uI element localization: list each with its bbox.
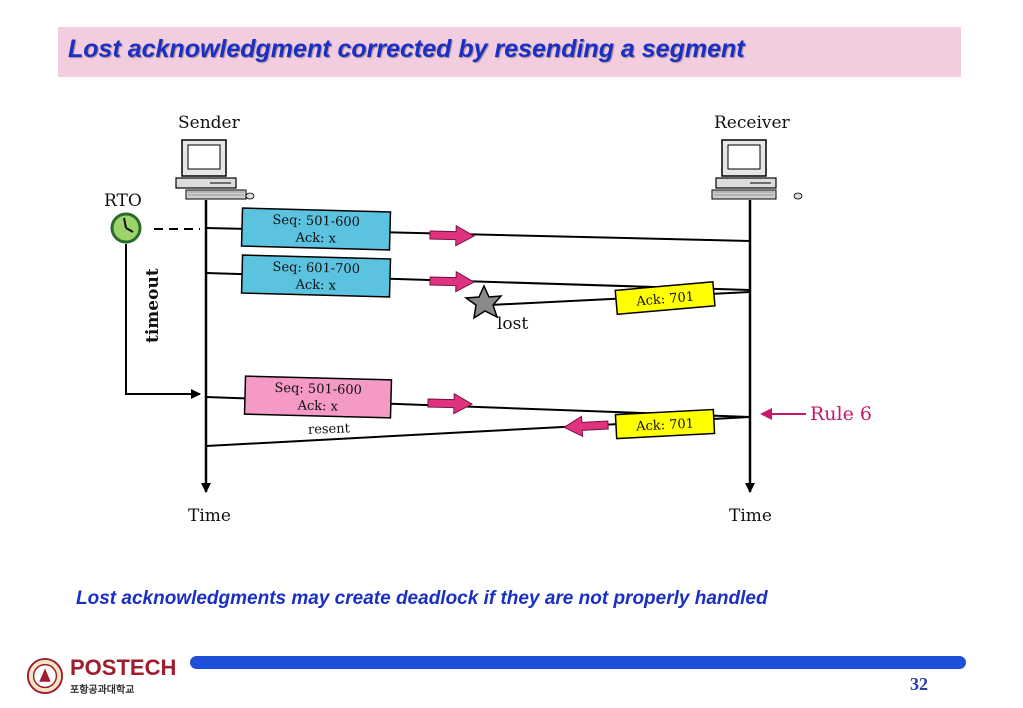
receiver-label: Receiver bbox=[714, 113, 791, 133]
segment-2-seq: Seq: 601-700 bbox=[272, 260, 360, 277]
segment-3-arrow bbox=[427, 392, 474, 415]
caption: Lost acknowledgments may create deadlock… bbox=[76, 588, 768, 609]
sender-label: Sender bbox=[178, 113, 241, 133]
title-bar: Lost acknowledgment corrected by resendi… bbox=[58, 27, 961, 77]
ack-1-box bbox=[614, 281, 716, 316]
timeout-label: timeout bbox=[143, 268, 163, 343]
rule-label: Rule 6 bbox=[810, 403, 872, 425]
university-seal-icon bbox=[26, 657, 64, 695]
logo-subtitle: 포항공과대학교 bbox=[70, 685, 135, 696]
postech-logo: POSTECH 포항공과대학교 bbox=[22, 655, 176, 701]
segment-1-box bbox=[240, 207, 392, 251]
logo-name: POSTECH bbox=[70, 655, 177, 680]
page-title: Lost acknowledgment corrected by resendi… bbox=[68, 35, 745, 63]
segment-3-ack: Ack: x bbox=[296, 398, 338, 414]
sender-computer-icon bbox=[175, 139, 255, 200]
rule-arrow bbox=[760, 408, 806, 420]
segment-1-ack: Ack: x bbox=[294, 230, 336, 246]
footer-bar bbox=[190, 656, 966, 669]
time-label-left: Time bbox=[188, 506, 231, 526]
segment-3-seq: Seq: 501-600 bbox=[274, 381, 362, 398]
rto-label: RTO bbox=[104, 191, 142, 211]
segment-2-arrow bbox=[429, 270, 476, 293]
segment-3-box bbox=[243, 375, 393, 419]
segment-1-arrow bbox=[429, 224, 476, 247]
time-label-right: Time bbox=[729, 506, 772, 526]
segment-1-seq: Seq: 501-600 bbox=[272, 213, 360, 230]
lost-label: lost bbox=[497, 314, 528, 334]
page-number: 32 bbox=[910, 674, 928, 694]
segment-2-box bbox=[240, 254, 392, 298]
resent-label: resent bbox=[308, 421, 351, 437]
ack-1-label: Ack: 701 bbox=[635, 290, 695, 310]
segment-2-ack: Ack: x bbox=[294, 277, 336, 293]
lost-star-icon bbox=[463, 284, 503, 320]
receiver-computer-icon bbox=[711, 139, 803, 200]
clock-icon bbox=[110, 212, 142, 244]
ack-2-label: Ack: 701 bbox=[635, 417, 695, 435]
ack-2-box bbox=[614, 408, 716, 440]
ack-2-arrow bbox=[563, 415, 609, 438]
timeout-line bbox=[125, 244, 201, 399]
